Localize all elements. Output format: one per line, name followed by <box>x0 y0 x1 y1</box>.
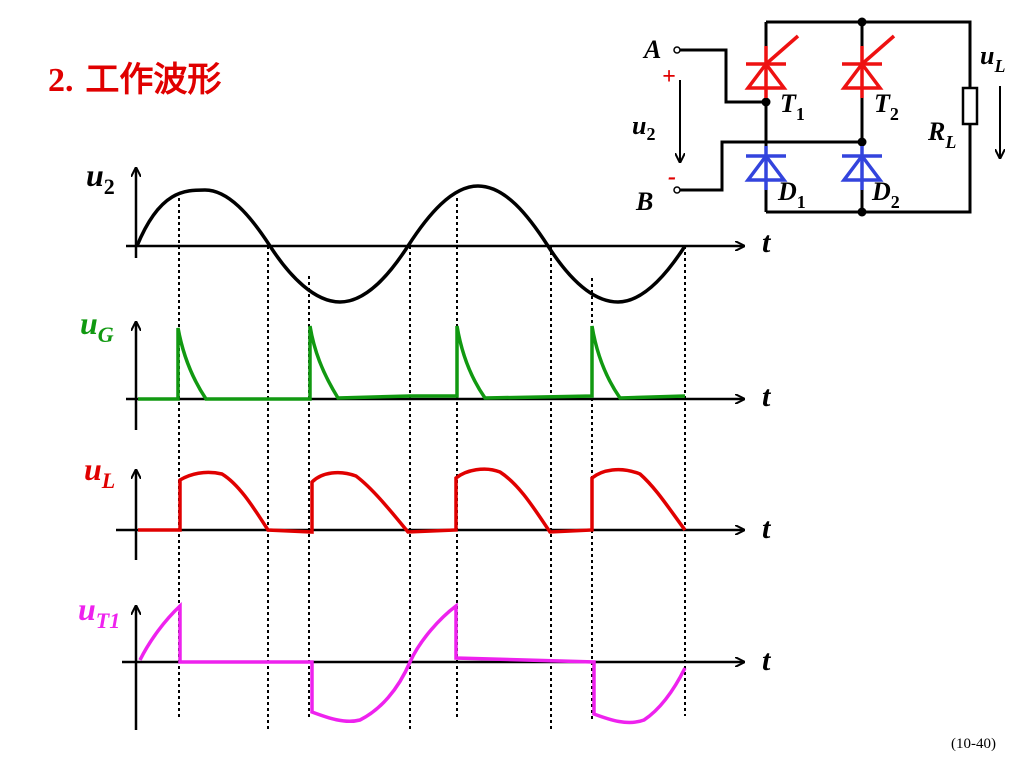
wire <box>680 140 862 192</box>
axes-group <box>116 168 744 730</box>
uG-label: uG <box>80 305 114 347</box>
uG-waveform <box>138 325 686 401</box>
junction-dot <box>857 137 867 147</box>
output-ul-label: uL <box>980 41 1005 76</box>
uT1-t-label: t <box>762 644 772 677</box>
title-number: 2. <box>48 62 74 99</box>
terminal-b-dot <box>673 186 681 194</box>
source-u2-label: u2 <box>632 111 655 144</box>
wire <box>680 48 766 104</box>
uL-waveform <box>138 467 687 534</box>
thyristor-t1-label: T1 <box>780 89 805 124</box>
diode-d2-label: D2 <box>871 177 900 212</box>
uT1-waveform <box>138 601 687 725</box>
title-text: 工作波形 <box>85 60 222 100</box>
junction-dot <box>761 97 771 107</box>
uT1-label: uT1 <box>78 591 120 633</box>
uG-t-label: t <box>762 380 772 413</box>
terminal-b-label: B <box>635 187 653 216</box>
u2-t-label: t <box>762 226 772 259</box>
u2-waveform <box>135 184 687 304</box>
circuit-wires <box>680 20 972 214</box>
minus-sign: - <box>668 164 676 190</box>
terminal-a-dot <box>673 46 681 54</box>
u2-label: u2 <box>86 157 115 199</box>
uL-label: uL <box>84 451 115 493</box>
load-rl-label: RL <box>927 117 956 152</box>
thyristor-t2-symbol <box>840 34 896 98</box>
plus-sign: + <box>662 64 676 90</box>
junction-dot <box>857 17 867 27</box>
uL-t-label: t <box>762 512 772 545</box>
junction-dot <box>857 207 867 217</box>
diode-d1-symbol <box>744 146 788 190</box>
slide-title: 2. 工作波形 <box>48 52 221 101</box>
thyristor-t2-label: T2 <box>874 89 899 124</box>
circuit-schematic: A B + - u2 T1 T2 D1 D2 RL uL <box>632 17 1005 217</box>
load-resistor <box>961 86 979 126</box>
dotted-guides <box>178 198 686 732</box>
diode-d2-symbol <box>840 146 884 190</box>
thyristor-t1-symbol <box>744 34 800 98</box>
terminal-a-label: A <box>642 35 661 64</box>
diode-d1-label: D1 <box>777 177 806 212</box>
page-number: (10-40) <box>951 736 996 752</box>
